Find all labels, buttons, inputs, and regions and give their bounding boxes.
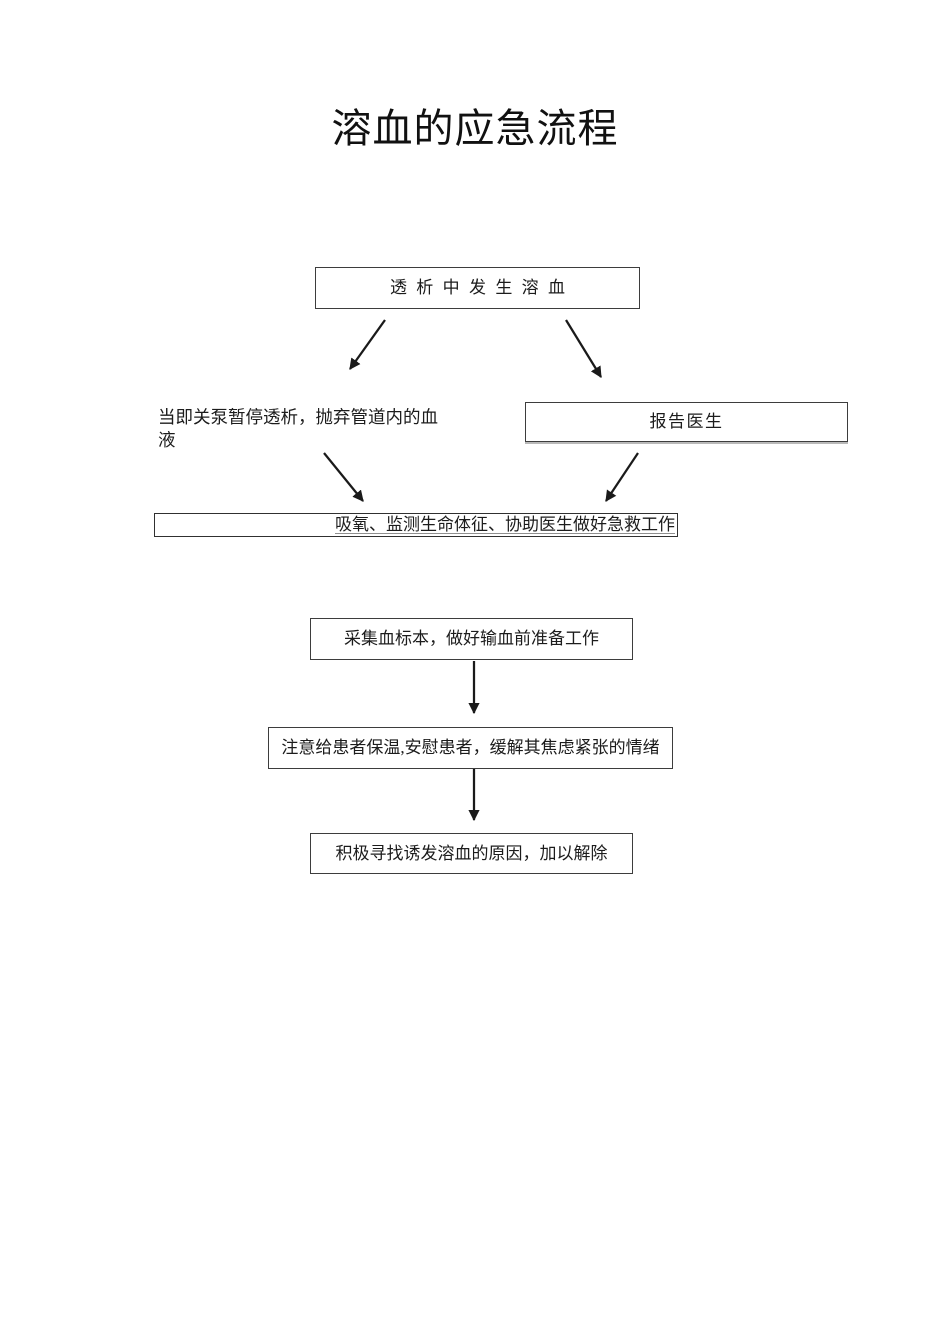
flow-node-left-action-line1: 当即关泵暂停透析，抛弃管道内的血 (158, 407, 438, 427)
flow-node-start-label: 透析中发生溶血 (389, 278, 575, 298)
page-title: 溶血的应急流程 (331, 106, 619, 151)
flow-node-report: 报告医生 (525, 402, 848, 442)
flow-node-left-action: 当即关泵暂停透析，抛弃管道内的血 液 (158, 406, 458, 452)
arrow-start-to-report (565, 319, 602, 378)
flow-node-rescue-label: 吸氧、监测生命体征、协助医生做好急救工作 (335, 515, 675, 535)
flow-node-comfort-label: 注意给患者保温,安慰患者，缓解其焦虑紧张的情绪 (281, 738, 660, 758)
flow-node-start: 透析中发生溶血 (315, 267, 640, 309)
flow-node-rescue: 吸氧、监测生命体征、协助医生做好急救工作 (154, 513, 678, 537)
arrow-report-to-rescue (605, 452, 639, 502)
flow-node-resolve-label: 积极寻找诱发溶血的原因，加以解除 (335, 843, 608, 863)
arrow-start-to-left-action (349, 319, 386, 370)
flow-node-sample-label: 采集血标本，做好输血前准备工作 (344, 629, 599, 649)
flow-node-sample: 采集血标本，做好输血前准备工作 (310, 618, 633, 660)
flow-node-resolve: 积极寻找诱发溶血的原因，加以解除 (310, 833, 633, 874)
flow-node-report-label: 报告医生 (649, 412, 724, 432)
flow-node-left-action-line2: 液 (158, 430, 176, 450)
flow-node-comfort: 注意给患者保温,安慰患者，缓解其焦虑紧张的情绪 (268, 727, 673, 769)
arrow-left-action-to-rescue (323, 452, 364, 502)
